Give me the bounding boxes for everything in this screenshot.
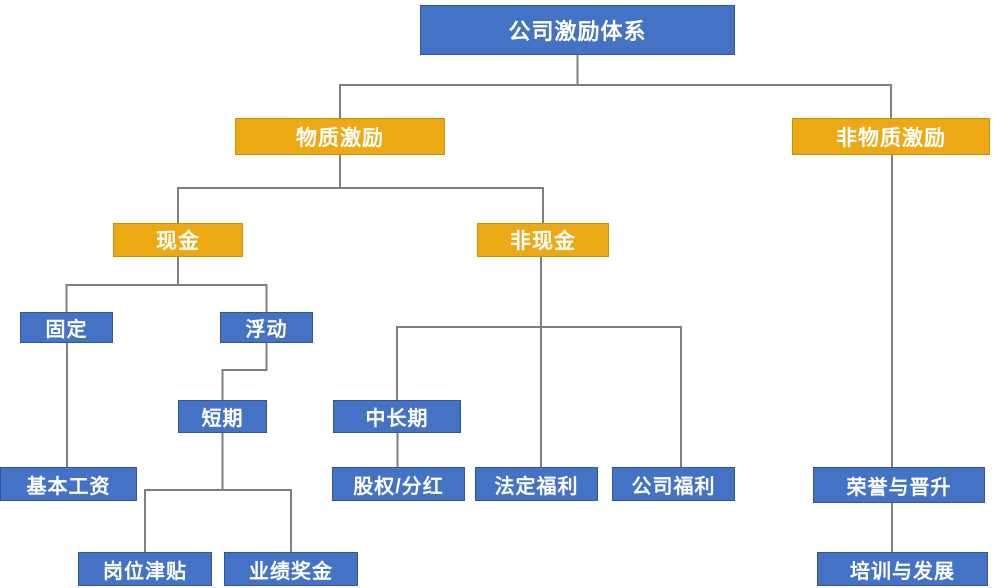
node-cash: 现金: [113, 223, 243, 257]
node-statutory-benefits: 法定福利: [475, 467, 598, 501]
node-material-incentive: 物质激励: [235, 118, 445, 155]
node-fixed: 固定: [20, 312, 113, 343]
node-equity-dividend: 股权/分红: [332, 467, 465, 501]
node-floating: 浮动: [220, 312, 313, 343]
node-training-development: 培训与发展: [817, 552, 988, 586]
node-position-allowance: 岗位津贴: [78, 552, 212, 586]
node-base-salary: 基本工资: [0, 467, 137, 501]
node-honor-promotion: 荣誉与晋升: [813, 467, 985, 503]
node-company-incentive-system: 公司激励体系: [420, 5, 735, 55]
node-mid-long-term: 中长期: [333, 400, 461, 433]
node-performance-bonus: 业绩奖金: [224, 552, 358, 586]
node-company-benefits: 公司福利: [612, 467, 735, 501]
node-non-material-incentive: 非物质激励: [792, 118, 990, 155]
node-non-cash: 非现金: [477, 223, 609, 257]
node-short-term: 短期: [178, 400, 267, 433]
